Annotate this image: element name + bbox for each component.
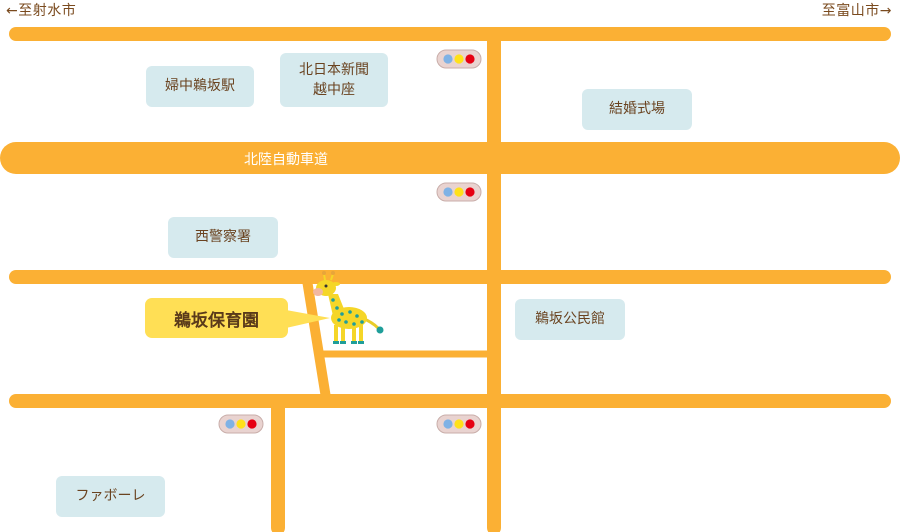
traffic-signal-icon — [218, 414, 264, 434]
highway-label: 北陸自動車道 — [244, 152, 328, 168]
destination-callout-pointer — [286, 310, 330, 328]
traffic-signal-icon — [436, 414, 482, 434]
road-diagonal — [302, 275, 331, 403]
landmark-station: 婦中鵜坂駅 — [146, 66, 254, 107]
landmark-police-station: 西警察署 — [168, 217, 278, 258]
direction-right-label: 至富山市→ — [821, 3, 892, 19]
direction-left-label: ←至射水市 — [6, 3, 77, 19]
landmark-wedding-hall: 結婚式場 — [582, 89, 692, 130]
destination-nursery-label: 鵜坂保育園 — [145, 298, 288, 338]
giraffe-icon — [313, 271, 384, 344]
traffic-signal-icon — [436, 49, 482, 69]
landmark-newspaper-theater: 北日本新聞 越中座 — [280, 53, 388, 107]
landmark-supermarket: ファボーレ — [56, 476, 165, 517]
landmark-community-center: 鵜坂公民館 — [515, 299, 625, 340]
traffic-signal-icon — [436, 182, 482, 202]
